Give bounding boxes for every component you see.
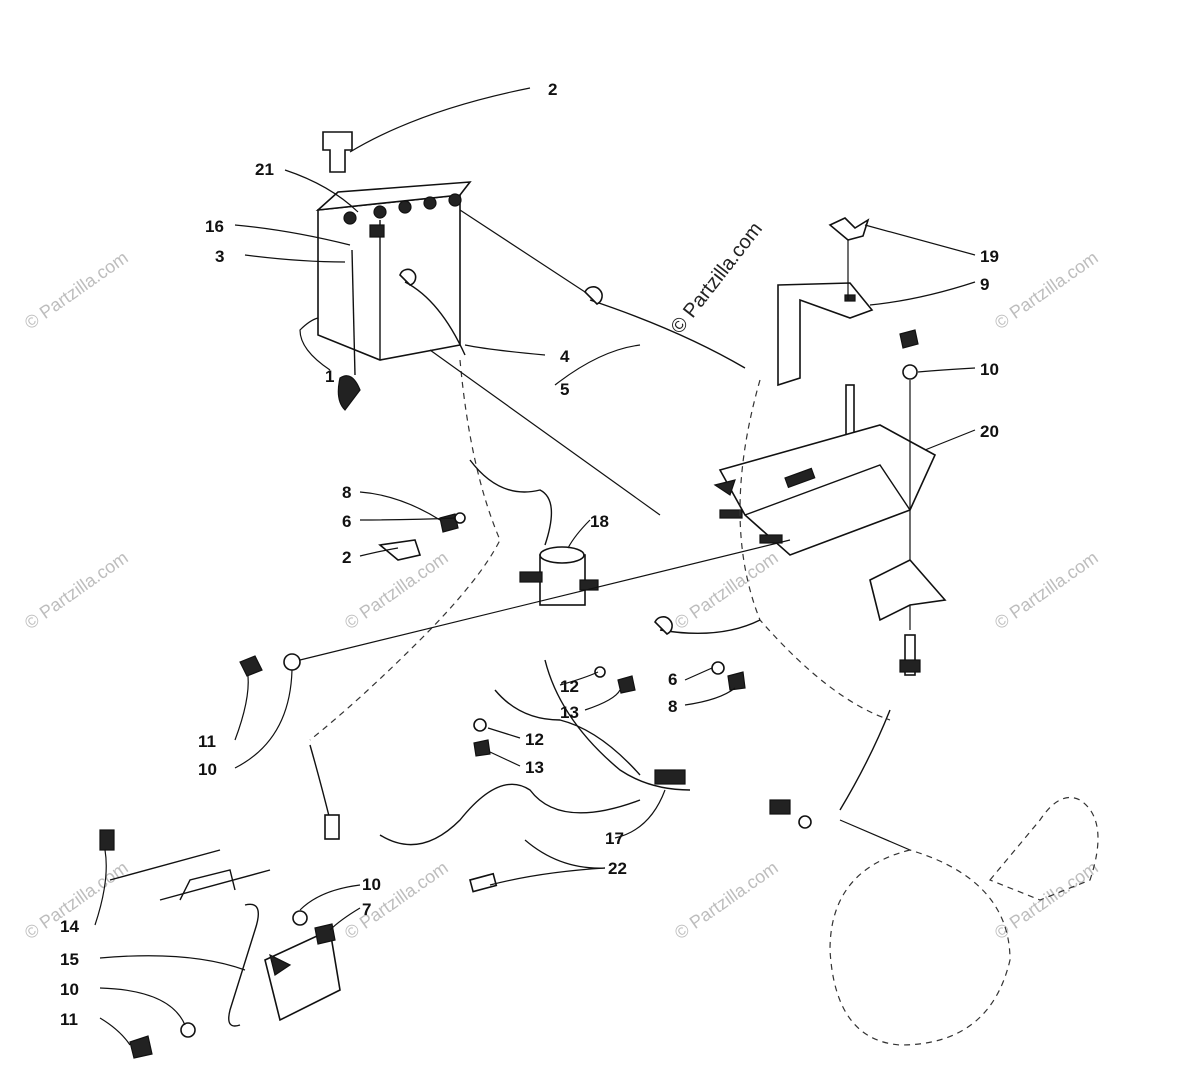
watermark: © Partzilla.com xyxy=(341,547,452,633)
main-watermark: © Partzilla.com xyxy=(667,218,767,338)
mounting-bracket-assembly xyxy=(99,829,341,1059)
cable-eyelet xyxy=(654,616,673,635)
nut xyxy=(239,655,263,677)
cable-eyelet xyxy=(399,268,417,286)
callout-15: 15 xyxy=(60,950,79,969)
battery-tray xyxy=(713,424,937,556)
callout-3: 3 xyxy=(215,247,224,266)
bolt xyxy=(99,829,115,851)
rubber-mount xyxy=(869,559,947,622)
washer xyxy=(711,661,725,675)
callout-10: 10 xyxy=(362,875,381,894)
wing-nut xyxy=(828,217,870,241)
callout-16: 16 xyxy=(205,217,224,236)
starter-solenoid xyxy=(519,546,599,606)
washer xyxy=(902,364,918,380)
positive-cable xyxy=(589,299,746,369)
callout-10: 10 xyxy=(60,980,79,999)
callout-1-battery: 1 xyxy=(325,367,334,386)
callout-5: 5 xyxy=(560,380,569,399)
nut xyxy=(727,671,746,691)
starter-cable xyxy=(659,619,761,635)
callout-20: 20 xyxy=(980,422,999,441)
callout-14: 14 xyxy=(60,917,79,936)
washer xyxy=(594,666,606,678)
watermark: © Partzilla.com xyxy=(21,247,132,333)
callout-4: 4 xyxy=(560,347,570,366)
wiring-harness xyxy=(379,783,641,846)
callout-9: 9 xyxy=(980,275,989,294)
ground-cable xyxy=(839,709,891,811)
callout-2-boot: 2 xyxy=(342,548,351,567)
washer xyxy=(180,1022,196,1038)
nut xyxy=(617,675,636,694)
mount-bolt xyxy=(904,634,916,676)
routing-line xyxy=(309,359,501,741)
callout-12: 12 xyxy=(560,677,579,696)
callout-2-vent-cap: 2 xyxy=(548,80,557,99)
callout-21: 21 xyxy=(255,160,274,179)
callout-10: 10 xyxy=(980,360,999,379)
washer xyxy=(292,910,308,926)
callout-11: 11 xyxy=(198,732,216,751)
washer xyxy=(283,653,301,671)
vent-cap xyxy=(322,131,353,173)
starter-housing xyxy=(829,796,1099,1046)
washer xyxy=(454,512,466,524)
routing-line xyxy=(739,379,891,721)
mount-bolt-head xyxy=(899,659,921,673)
callout-13: 13 xyxy=(560,703,579,722)
nut xyxy=(899,329,919,349)
callout-22: 22 xyxy=(608,859,627,878)
washer xyxy=(473,718,487,732)
solenoid-cable xyxy=(469,459,553,546)
wiring-harness xyxy=(544,659,691,791)
callout-6: 6 xyxy=(342,512,351,531)
harness-plug xyxy=(654,769,686,785)
wiring-harness xyxy=(309,744,331,821)
callout-17: 17 xyxy=(605,829,624,848)
washer xyxy=(798,815,812,829)
watermark: © Partzilla.com xyxy=(991,547,1102,633)
leader-lines xyxy=(94,87,976,1046)
fuse xyxy=(469,872,498,893)
watermark: © Partzilla.com xyxy=(991,857,1102,943)
callout-7: 7 xyxy=(362,900,371,919)
watermark: © Partzilla.com xyxy=(671,547,782,633)
nut xyxy=(314,923,336,945)
watermark: © Partzilla.com xyxy=(21,547,132,633)
callout-19: 19 xyxy=(980,247,999,266)
cable-eyelet xyxy=(584,286,603,305)
hold-down-bracket xyxy=(777,282,874,387)
callout-13: 13 xyxy=(525,758,544,777)
watermark: © Partzilla.com xyxy=(341,857,452,943)
callout-6: 6 xyxy=(668,670,677,689)
callout-10: 10 xyxy=(198,760,217,779)
callout-12: 12 xyxy=(525,730,544,749)
bolt xyxy=(769,799,791,815)
wiring-harness xyxy=(494,689,641,776)
battery xyxy=(315,181,472,411)
callout-11: 11 xyxy=(60,1010,78,1029)
nut xyxy=(129,1035,153,1059)
watermark: © Partzilla.com xyxy=(991,247,1102,333)
nut xyxy=(473,739,491,757)
callout-18: 18 xyxy=(590,512,609,531)
terminal-boot xyxy=(378,539,422,561)
callout-labels: 2 21 16 3 1 4 5 19 9 10 20 8 6 2 18 11 1… xyxy=(60,80,999,1029)
callout-8: 8 xyxy=(342,483,351,502)
watermark: © Partzilla.com xyxy=(671,857,782,943)
connector xyxy=(324,814,340,840)
callout-8: 8 xyxy=(668,697,677,716)
negative-cable xyxy=(404,281,466,356)
